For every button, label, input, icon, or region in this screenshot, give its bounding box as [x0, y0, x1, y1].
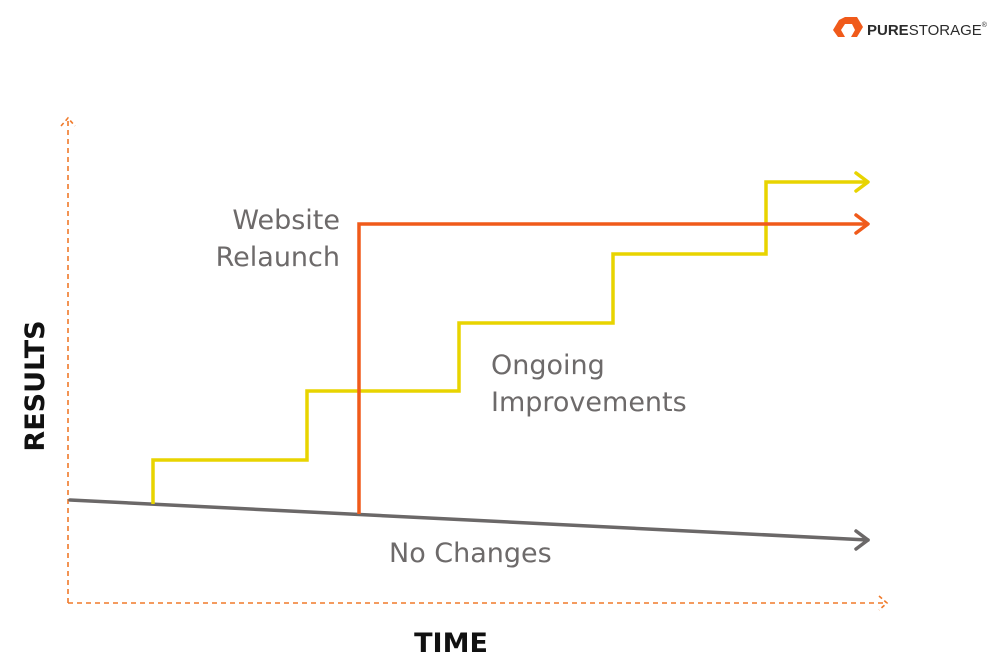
no-changes-series [68, 498, 870, 551]
axes [67, 119, 886, 604]
pure-storage-logo-icon [833, 17, 863, 37]
website-relaunch-arrow-icon [854, 213, 870, 235]
brand-name-rest: STORAGE [909, 22, 982, 39]
ongoing-improvements-arrow-icon [854, 171, 870, 193]
no-changes-label: No Changes [389, 538, 552, 569]
ongoing-improvements-label-line1: Ongoing [491, 350, 605, 381]
x-axis-title: TIME [414, 628, 488, 659]
svg-text:PURESTORAGE®: PURESTORAGE® [867, 21, 988, 39]
website-relaunch-line [357, 222, 868, 514]
website-relaunch-label-line2: Relaunch [216, 242, 340, 273]
y-axis-arrow-icon [60, 116, 76, 127]
website-relaunch-series [357, 213, 870, 514]
ongoing-improvements-series [151, 171, 870, 504]
x-axis-arrow-icon [878, 595, 889, 611]
y-axis-title: RESULTS [20, 320, 51, 451]
no-changes-arrow-icon [854, 529, 870, 551]
brand-logo: PURESTORAGE® [833, 17, 988, 39]
ongoing-improvements-label-line2: Improvements [491, 387, 687, 418]
no-changes-line [68, 498, 870, 542]
brand-name-bold: PURE [867, 22, 909, 39]
brand-registered: ® [982, 21, 988, 29]
axis-arrowheads [60, 116, 889, 611]
ongoing-improvements-line [151, 180, 868, 504]
website-relaunch-label-line1: Website [232, 205, 340, 236]
